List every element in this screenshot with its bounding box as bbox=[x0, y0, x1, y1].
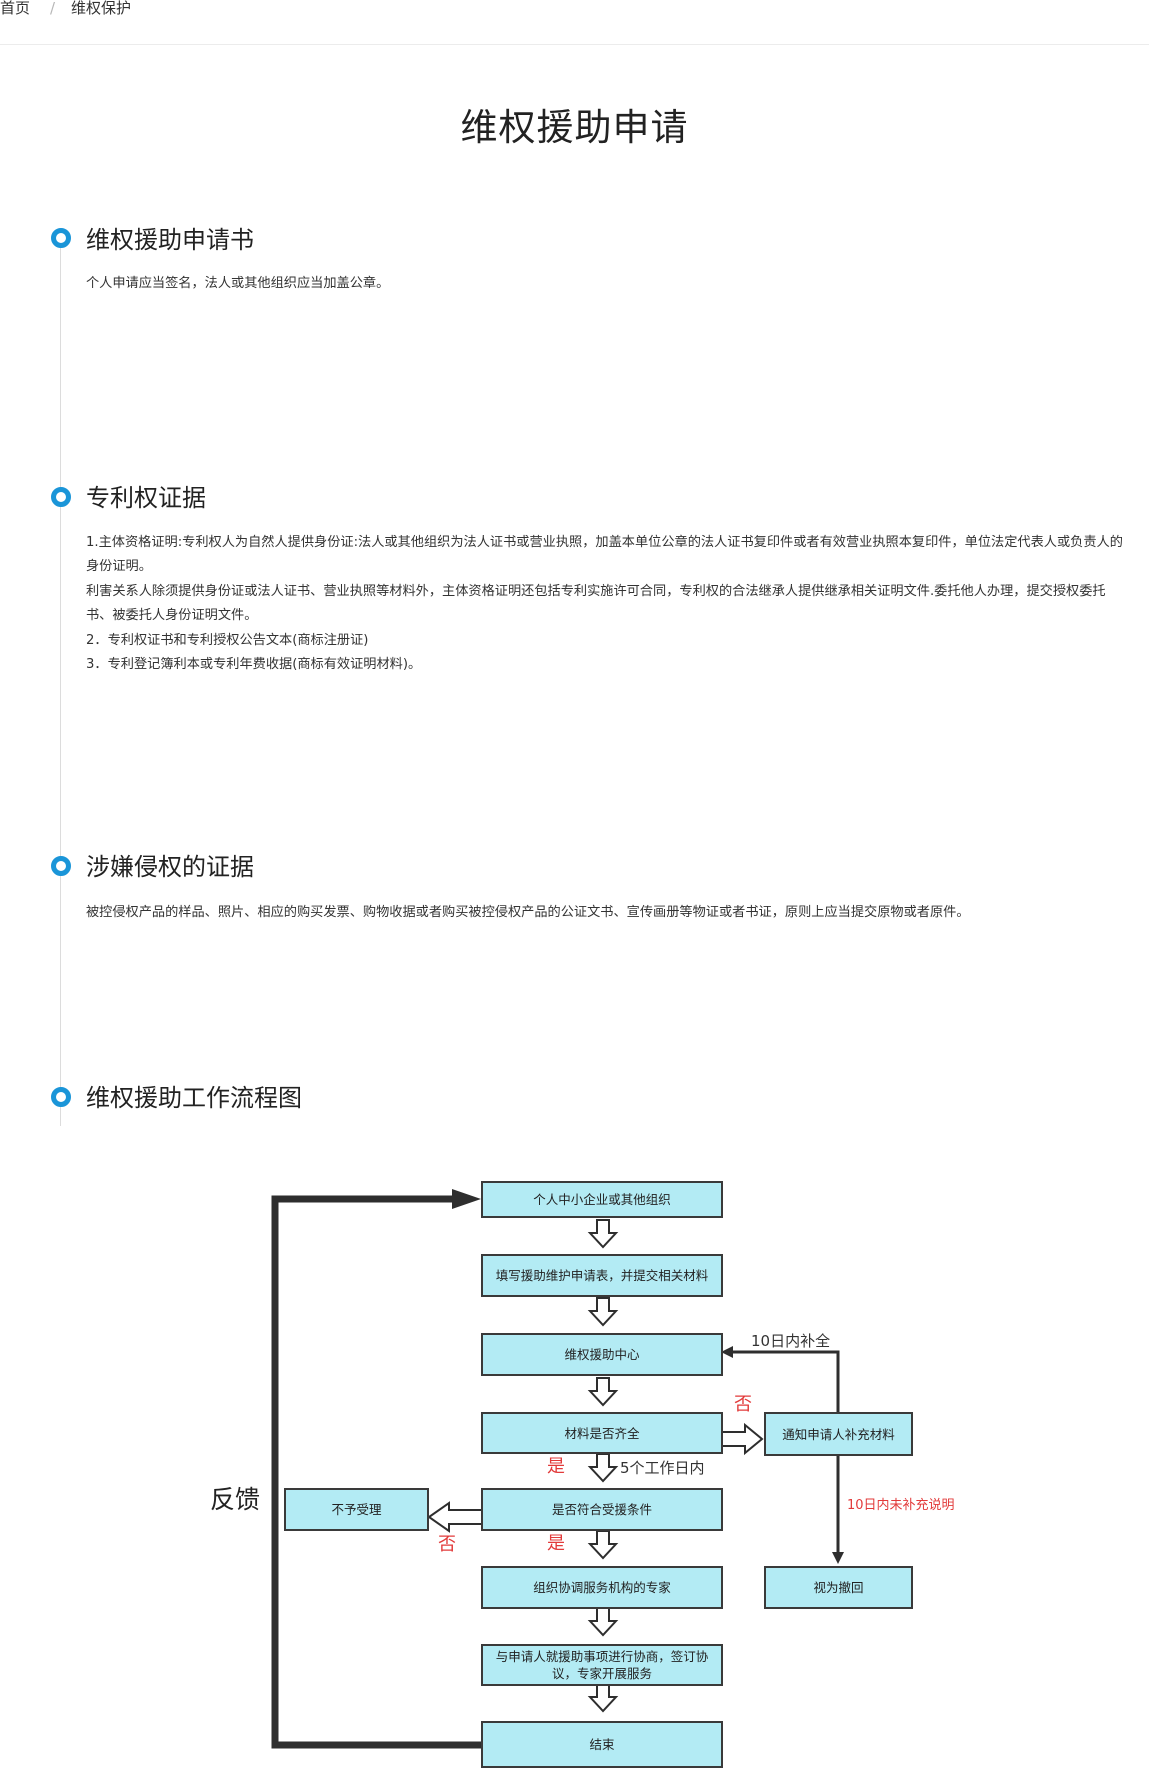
section-text: 3．专利登记簿利本或专利年费收据(商标有效证明材料)。 bbox=[86, 657, 422, 673]
feedback-loop-arrow bbox=[271, 1195, 484, 1749]
arrowhead-icon bbox=[721, 1346, 733, 1358]
breadcrumb: 首页 / 维权保护 bbox=[0, 0, 1149, 45]
flow-right-arrow bbox=[721, 1422, 764, 1456]
section-text: 被控侵权产品的样品、照片、相应的购买发票、购物收据或者购买被控侵权产品的公证文书… bbox=[86, 905, 970, 920]
flow-label-yes: 是 bbox=[547, 1456, 565, 1477]
timeline-dot-icon bbox=[51, 856, 71, 876]
section-body-patent-evidence: 1.主体资格证明:专利权人为自然人提供身份证:法人或其他组织为法人证书或营业执照… bbox=[86, 531, 1131, 677]
flow-box-end: 结束 bbox=[481, 1721, 723, 1768]
breadcrumb-current: 维权保护 bbox=[71, 0, 132, 17]
breadcrumb-separator: / bbox=[50, 0, 56, 17]
section-text: 个人申请应当签名，法人或其他组织应当加盖公章。 bbox=[86, 276, 390, 291]
workflow-flowchart: 个人中小企业或其他组织 填写援助维护申请表，并提交相关材料 维权援助中心 材料是… bbox=[0, 1150, 1149, 1768]
section-text: 1.主体资格证明:专利权人为自然人提供身份证:法人或其他组织为法人证书或营业执照… bbox=[86, 535, 1123, 575]
flow-box-fill-form: 填写援助维护申请表，并提交相关材料 bbox=[481, 1254, 723, 1297]
flow-label-no-2: 否 bbox=[438, 1534, 456, 1555]
section-body-infringement-evidence: 被控侵权产品的样品、照片、相应的购买发票、购物收据或者购买被控侵权产品的公证文书… bbox=[86, 901, 1131, 925]
page-title: 维权援助申请 bbox=[460, 106, 689, 149]
section-title-infringement-evidence: 涉嫌侵权的证据 bbox=[86, 853, 254, 881]
section-text: 2．专利权证书和专利授权公告文本(商标注册证) bbox=[86, 632, 369, 648]
flow-label-5-workdays: 5个工作日内 bbox=[620, 1459, 705, 1477]
section-title-workflow: 维权援助工作流程图 bbox=[86, 1084, 302, 1112]
section-title-patent-evidence: 专利权证据 bbox=[86, 484, 206, 512]
flow-box-notify: 通知申请人补充材料 bbox=[764, 1412, 913, 1456]
flow-box-complete-check: 材料是否齐全 bbox=[481, 1412, 723, 1454]
flowchart-connectors bbox=[271, 1189, 844, 1749]
section-text: 利害关系人除须提供身份证或法人证书、营业执照等材料外，主体资格证明还包括专利实施… bbox=[86, 583, 1106, 624]
flow-label-supplement: 10日内补全 bbox=[751, 1332, 831, 1350]
flow-left-arrow bbox=[427, 1501, 483, 1533]
flow-label-yes-2: 是 bbox=[547, 1533, 565, 1554]
timeline-line bbox=[60, 246, 61, 1126]
section-title-application: 维权援助申请书 bbox=[86, 226, 254, 254]
flow-box-center: 维权援助中心 bbox=[481, 1333, 723, 1376]
timeline-dot-icon bbox=[51, 487, 71, 507]
timeline-dot-icon bbox=[51, 228, 71, 248]
breadcrumb-home-link[interactable]: 首页 bbox=[0, 0, 31, 17]
arrowhead-icon bbox=[832, 1552, 844, 1564]
arrowhead-icon bbox=[452, 1189, 481, 1209]
supplement-return-arrow bbox=[731, 1350, 840, 1419]
flow-label-no: 否 bbox=[734, 1394, 752, 1415]
section-body-application: 个人申请应当签名，法人或其他组织应当加盖公章。 bbox=[86, 272, 1131, 296]
flow-box-start: 个人中小企业或其他组织 bbox=[481, 1181, 723, 1218]
flow-box-withdraw: 视为撤回 bbox=[764, 1566, 913, 1609]
flow-box-organize: 组织协调服务机构的专家 bbox=[481, 1566, 723, 1609]
flow-box-negotiate: 与申请人就援助事项进行协商，签订协议，专家开展服务 bbox=[481, 1644, 723, 1686]
flow-box-eligible-check: 是否符合受援条件 bbox=[481, 1488, 723, 1531]
flow-label-no-supplement: 10日内未补充说明 bbox=[847, 1498, 955, 1513]
flow-box-reject: 不予受理 bbox=[284, 1488, 429, 1531]
flow-label-feedback: 反馈 bbox=[210, 1485, 261, 1514]
timeline-dot-icon bbox=[51, 1087, 71, 1107]
